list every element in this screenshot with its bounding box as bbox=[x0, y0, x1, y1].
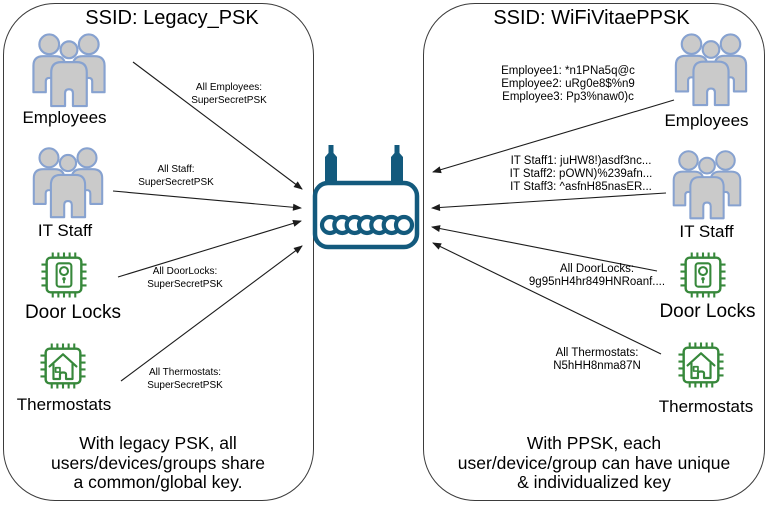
key-line: IT Staff1: juHW8!)asdf3nc... bbox=[510, 155, 652, 167]
legacy-psk-panel bbox=[3, 3, 314, 501]
users-icon bbox=[672, 31, 750, 109]
key-line: Employee1: *n1PNa5q@c bbox=[501, 65, 635, 77]
footer-line: user/device/group can have unique bbox=[457, 452, 731, 473]
left-label-thermostats: Thermostats bbox=[16, 395, 112, 414]
key-line: All Employees: bbox=[195, 82, 263, 93]
legacy-panel-title: SSID: Legacy_PSK bbox=[85, 7, 259, 29]
door-lock-chip-icon bbox=[37, 249, 91, 301]
ppsk-footer: With PPSK, each user/device/group can ha… bbox=[446, 433, 742, 493]
key-line: N5hHH8nma87N bbox=[553, 359, 641, 372]
footer-line: a common/global key. bbox=[73, 472, 243, 492]
key-line: All Thermostats: bbox=[555, 347, 639, 359]
left-label-it-staff: IT Staff bbox=[37, 221, 93, 240]
thermostat-chip-icon bbox=[674, 339, 728, 391]
users-icon bbox=[670, 147, 744, 223]
key-line: SuperSecretPSK bbox=[147, 279, 223, 290]
right-label-employees: Employees bbox=[664, 111, 749, 130]
right-label-it-staff: IT Staff bbox=[679, 222, 734, 241]
key-line: 9g95nH4hr849HNRoanf.... bbox=[528, 275, 666, 288]
key-line: All Staff: bbox=[157, 164, 195, 175]
users-icon bbox=[29, 31, 109, 110]
key-label-right-employees: Employee1: *n1PNa5q@c Employee2: uRg0e8$… bbox=[490, 65, 646, 103]
key-label-left-door-locks: All DoorLocks: SuperSecretPSK bbox=[126, 265, 244, 291]
ppsk-panel bbox=[423, 3, 765, 501]
key-line: IT Staff2: pOWN)%239afn... bbox=[509, 167, 653, 180]
door-lock-chip-icon bbox=[676, 249, 730, 301]
ppsk-panel-title: SSID: WiFiVitaePPSK bbox=[493, 7, 690, 29]
footer-line: users/devices/groups share bbox=[51, 452, 265, 473]
wireless-access-point-icon bbox=[311, 141, 423, 251]
key-line: All DoorLocks: bbox=[559, 263, 635, 275]
key-line: All DoorLocks: bbox=[152, 266, 218, 277]
thermostat-chip-icon bbox=[36, 340, 90, 392]
key-label-left-thermostats: All Thermostats: SuperSecretPSK bbox=[126, 366, 244, 392]
right-label-door-locks: Door Locks bbox=[659, 301, 756, 322]
key-label-right-thermostats: All Thermostats: N5hHH8nma87N bbox=[523, 347, 671, 373]
key-line: Employee3: Pp3%naw0)c bbox=[502, 90, 634, 103]
key-label-left-employees: All Employees: SuperSecretPSK bbox=[170, 81, 288, 107]
footer-line: With legacy PSK, all bbox=[79, 433, 237, 453]
key-label-left-it-staff: All Staff: SuperSecretPSK bbox=[117, 163, 235, 189]
key-line: SuperSecretPSK bbox=[147, 380, 223, 391]
users-icon bbox=[30, 145, 106, 221]
key-line: SuperSecretPSK bbox=[138, 177, 214, 188]
legacy-psk-footer: With legacy PSK, all users/devices/group… bbox=[22, 433, 294, 493]
right-label-thermostats: Thermostats bbox=[658, 397, 754, 416]
key-line: Employee2: uRg0e8$%n9 bbox=[501, 77, 635, 90]
key-line: IT Staff3: ^asfnH85nasER... bbox=[510, 180, 652, 193]
key-line: All Thermostats: bbox=[148, 367, 222, 378]
key-label-right-it-staff: IT Staff1: juHW8!)asdf3nc... IT Staff2: … bbox=[503, 155, 659, 193]
key-line: SuperSecretPSK bbox=[191, 95, 267, 106]
left-label-door-locks: Door Locks bbox=[24, 302, 122, 323]
key-label-right-door-locks: All DoorLocks: 9g95nH4hr849HNRoanf.... bbox=[520, 263, 674, 289]
footer-line: & individualized key bbox=[517, 472, 671, 492]
footer-line: With PPSK, each bbox=[526, 433, 662, 453]
left-label-employees: Employees bbox=[22, 108, 107, 127]
